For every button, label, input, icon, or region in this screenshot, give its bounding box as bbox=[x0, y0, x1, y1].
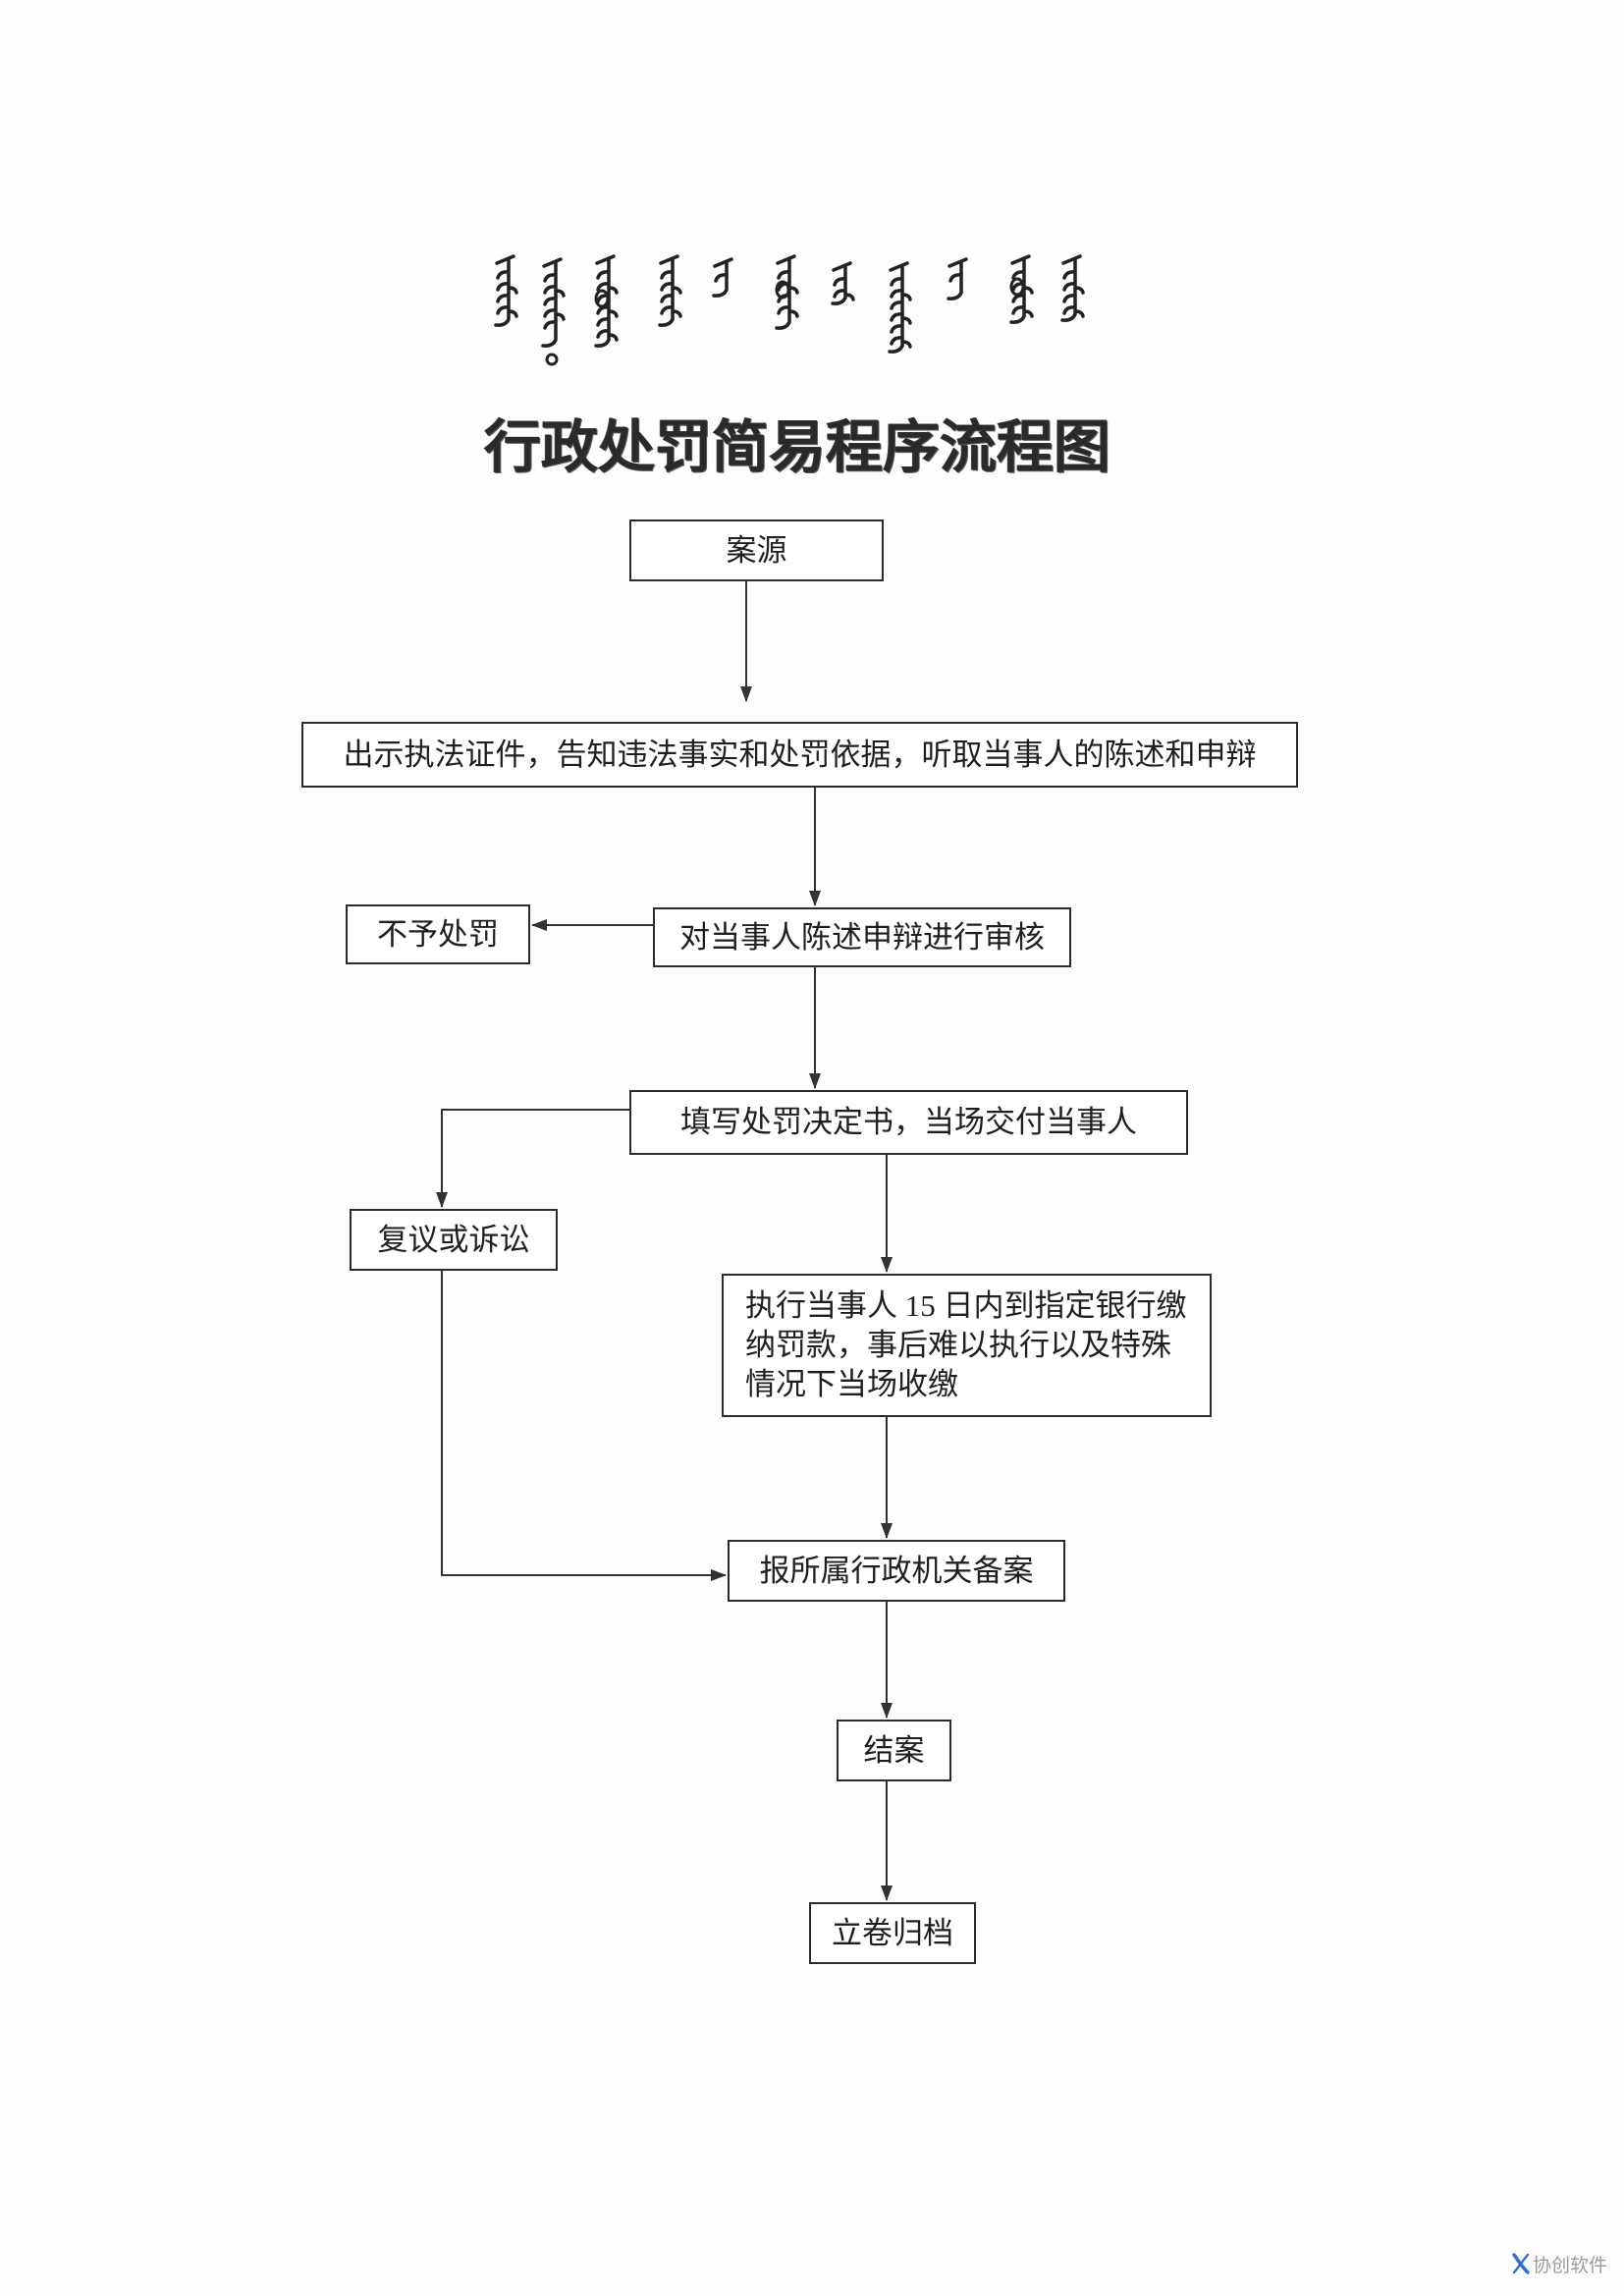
mongolian-word bbox=[888, 261, 912, 354]
mongolian-word bbox=[494, 254, 518, 327]
page-title: 行政处罚简易程序流程图 bbox=[483, 415, 1110, 479]
mongolian-word bbox=[775, 254, 799, 330]
node-review-statements: 对当事人陈述申辩进行审核 bbox=[653, 907, 1071, 967]
node-label-line-3: 情况下当场收缴 bbox=[745, 1367, 958, 1401]
node-label: 出示执法证件，告知违法事实和处罚依据，听取当事人的陈述和申辩 bbox=[343, 737, 1257, 772]
x-logo-icon bbox=[1512, 2253, 1530, 2274]
node-label: 复议或诉讼 bbox=[377, 1222, 530, 1257]
mongolian-glyph-loop bbox=[1009, 277, 1025, 297]
mongolian-word bbox=[831, 261, 855, 305]
connector-appeal-to-filing bbox=[441, 1271, 727, 1581]
mongolian-glyph-loop bbox=[594, 289, 610, 308]
node-case-source: 案源 bbox=[629, 519, 884, 581]
mongolian-word bbox=[1009, 254, 1034, 324]
mongolian-glyph bbox=[888, 261, 912, 354]
mongolian-glyph bbox=[947, 257, 968, 301]
mongolian-glyph bbox=[712, 257, 733, 298]
node-fill-decision: 填写处罚决定书，当场交付当事人 bbox=[629, 1090, 1188, 1155]
mongolian-word bbox=[658, 254, 682, 327]
watermark: 协创软件 bbox=[1512, 2249, 1607, 2278]
mongolian-glyph bbox=[1060, 254, 1085, 322]
mongolian-word bbox=[594, 254, 619, 348]
node-close-case: 结案 bbox=[837, 1720, 951, 1781]
mongolian-glyph bbox=[831, 261, 855, 305]
mongolian-glyph-circle bbox=[545, 353, 559, 366]
mongolian-script-graphic bbox=[494, 254, 1085, 366]
node-label: 填写处罚决定书，当场交付当事人 bbox=[680, 1105, 1137, 1139]
node-label: 报所属行政机关备案 bbox=[759, 1553, 1034, 1588]
mongolian-glyph bbox=[541, 257, 566, 348]
mongolian-word bbox=[947, 257, 968, 301]
node-label-line-2: 纳罚款，事后难以执行以及特殊 bbox=[745, 1328, 1171, 1362]
mongolian-glyph-loop bbox=[775, 280, 790, 300]
mongolian-glyph bbox=[494, 254, 518, 327]
node-label: 结案 bbox=[863, 1732, 925, 1768]
mongolian-glyph bbox=[658, 254, 682, 327]
node-execute-payment: 执行当事人 15 日内到指定银行缴 纳罚款，事后难以执行以及特殊 情况下当场收缴 bbox=[722, 1274, 1212, 1417]
node-report-for-filing: 报所属行政机关备案 bbox=[728, 1540, 1065, 1602]
node-label: 不予处罚 bbox=[377, 916, 499, 952]
connector-decision-to-appeal bbox=[436, 1109, 629, 1208]
node-show-credentials-and-notify: 出示执法证件，告知违法事实和处罚依据，听取当事人的陈述和申辩 bbox=[301, 722, 1298, 788]
watermark-text: 协创软件 bbox=[1533, 2254, 1608, 2276]
node-label: 对当事人陈述申辩进行审核 bbox=[679, 919, 1045, 955]
mongolian-word bbox=[541, 257, 566, 366]
node-label: 案源 bbox=[726, 532, 787, 568]
node-no-penalty: 不予处罚 bbox=[346, 904, 530, 964]
node-label-line-1: 执行当事人 15 日内到指定银行缴 bbox=[745, 1288, 1187, 1323]
mongolian-word bbox=[712, 257, 733, 298]
node-label: 立卷归档 bbox=[832, 1915, 953, 1950]
node-review-or-litigation: 复议或诉讼 bbox=[350, 1209, 558, 1271]
mongolian-word bbox=[1060, 254, 1085, 322]
node-archive: 立卷归档 bbox=[809, 1902, 976, 1964]
